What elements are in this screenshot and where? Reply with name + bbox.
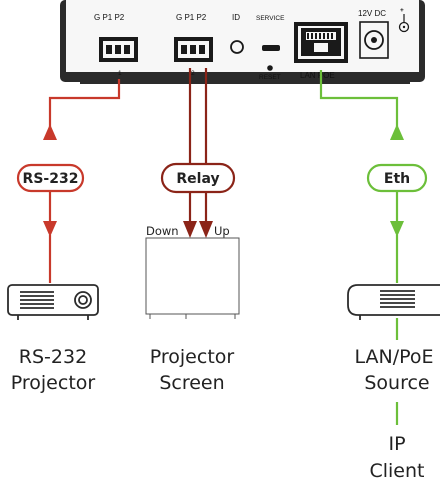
port1-header: G P1 P2 (94, 13, 125, 22)
screen-down-label: Down (146, 224, 179, 238)
service-label: SERVICE (256, 15, 285, 22)
reset-label: RESET (259, 74, 281, 81)
relay-pill: Relay (160, 162, 236, 194)
projector-screen-label-line1: Projector (150, 346, 235, 368)
relay-up-arrow (199, 221, 213, 238)
port2-header: G P1 P2 (176, 13, 207, 22)
screen-up-label: Up (214, 224, 230, 238)
lan-source-device-icon (347, 284, 440, 320)
lan-poe-port[interactable] (294, 22, 348, 63)
rs232-arrow-up (43, 124, 57, 140)
eth-pill: Eth (366, 163, 428, 193)
power-jack[interactable] (359, 21, 389, 59)
rs232-pill-label: RS-232 (23, 171, 79, 187)
relay-down-arrow (183, 221, 197, 238)
reset-button[interactable] (267, 65, 273, 71)
rs232-projector-label-line1: RS-232 (19, 346, 87, 368)
service-port[interactable] (262, 45, 280, 51)
rs232-pill: RS-232 (16, 163, 85, 193)
projector-icon (7, 284, 99, 320)
eth-arrow-up (390, 124, 404, 140)
id-button[interactable] (230, 40, 244, 54)
svg-text:+: + (400, 7, 404, 14)
port2-number: 2 (191, 70, 195, 77)
relay-pill-label: Relay (176, 171, 219, 187)
lan-source-label-line1: LAN/PoE (354, 346, 433, 368)
eth-pill-label: Eth (384, 171, 410, 187)
port1-terminal-block[interactable] (99, 37, 138, 62)
id-label: ID (232, 13, 240, 22)
rs232-projector-label-line2: Projector (11, 372, 96, 394)
screen-controller-box (145, 237, 240, 319)
port2-terminal-block[interactable] (174, 37, 213, 62)
ip-client-label-line1: IP (388, 433, 405, 455)
eth-arrow-down (390, 221, 404, 237)
relay-cable (188, 68, 208, 222)
eth-cable (319, 70, 399, 425)
lan-source-label-line2: Source (364, 372, 429, 394)
ip-client-label-line2: Client (369, 460, 424, 482)
polarity-icon: + (398, 7, 410, 33)
rs232-arrow-down (43, 221, 57, 237)
lan-poe-label: LAN POE (300, 71, 335, 80)
power-label: 12V DC (358, 9, 386, 18)
port1-number: 1 (118, 70, 122, 77)
projector-screen-label-line2: Screen (159, 372, 224, 394)
rs232-cable (48, 79, 121, 283)
